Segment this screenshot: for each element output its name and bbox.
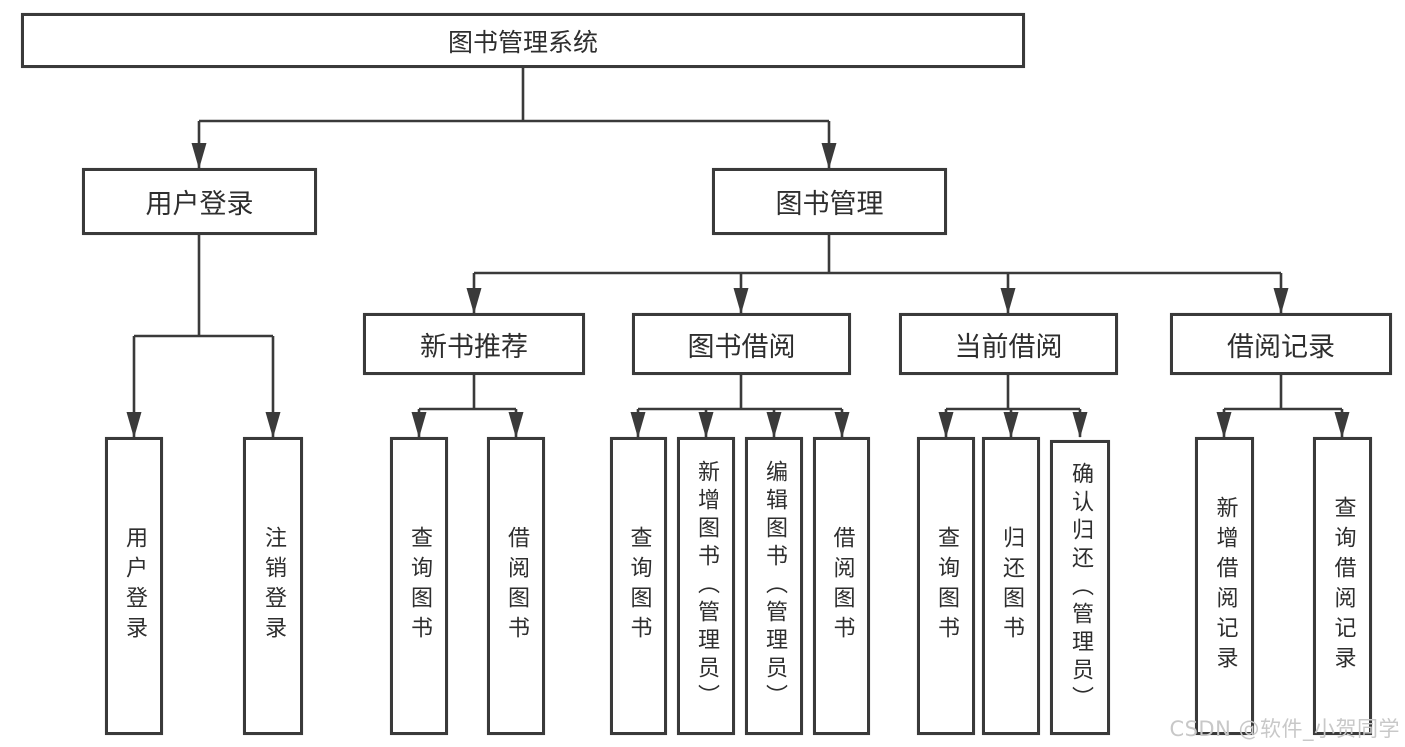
leaf-current-query-books: 查询图书 — [917, 437, 975, 735]
node-user-login: 用户登录 — [82, 168, 317, 235]
watermark: CSDN @软件_小贺同学 — [1169, 717, 1400, 741]
root-node: 图书管理系统 — [21, 13, 1025, 68]
leaf-recommend-query-books: 查询图书 — [390, 437, 448, 735]
leaf-borrow-borrow-books: 借阅图书 — [813, 437, 870, 735]
node-book-management: 图书管理 — [712, 168, 947, 235]
leaf-borrow-query-books: 查询图书 — [610, 437, 667, 735]
node-book-borrowing: 图书借阅 — [632, 313, 851, 375]
leaf-borrow-add-books-admin: 新增图书（管理员） — [677, 437, 735, 735]
leaf-records-add-record: 新增借阅记录 — [1195, 437, 1254, 735]
leaf-recommend-borrow-books: 借阅图书 — [487, 437, 545, 735]
connector-trunks — [134, 68, 1342, 411]
node-borrowing-records: 借阅记录 — [1170, 313, 1392, 375]
leaf-borrow-edit-books-admin: 编辑图书（管理员） — [745, 437, 803, 735]
connector-arrows — [126, 121, 1350, 438]
node-new-book-recommendation: 新书推荐 — [363, 313, 585, 375]
node-current-borrowing: 当前借阅 — [899, 313, 1118, 375]
leaf-user-login: 用户登录 — [105, 437, 163, 735]
leaf-current-return-books: 归还图书 — [982, 437, 1040, 735]
leaf-logout: 注销登录 — [243, 437, 303, 735]
leaf-current-confirm-return-admin: 确认归还（管理员） — [1050, 440, 1110, 735]
leaf-records-query-record: 查询借阅记录 — [1313, 437, 1372, 735]
